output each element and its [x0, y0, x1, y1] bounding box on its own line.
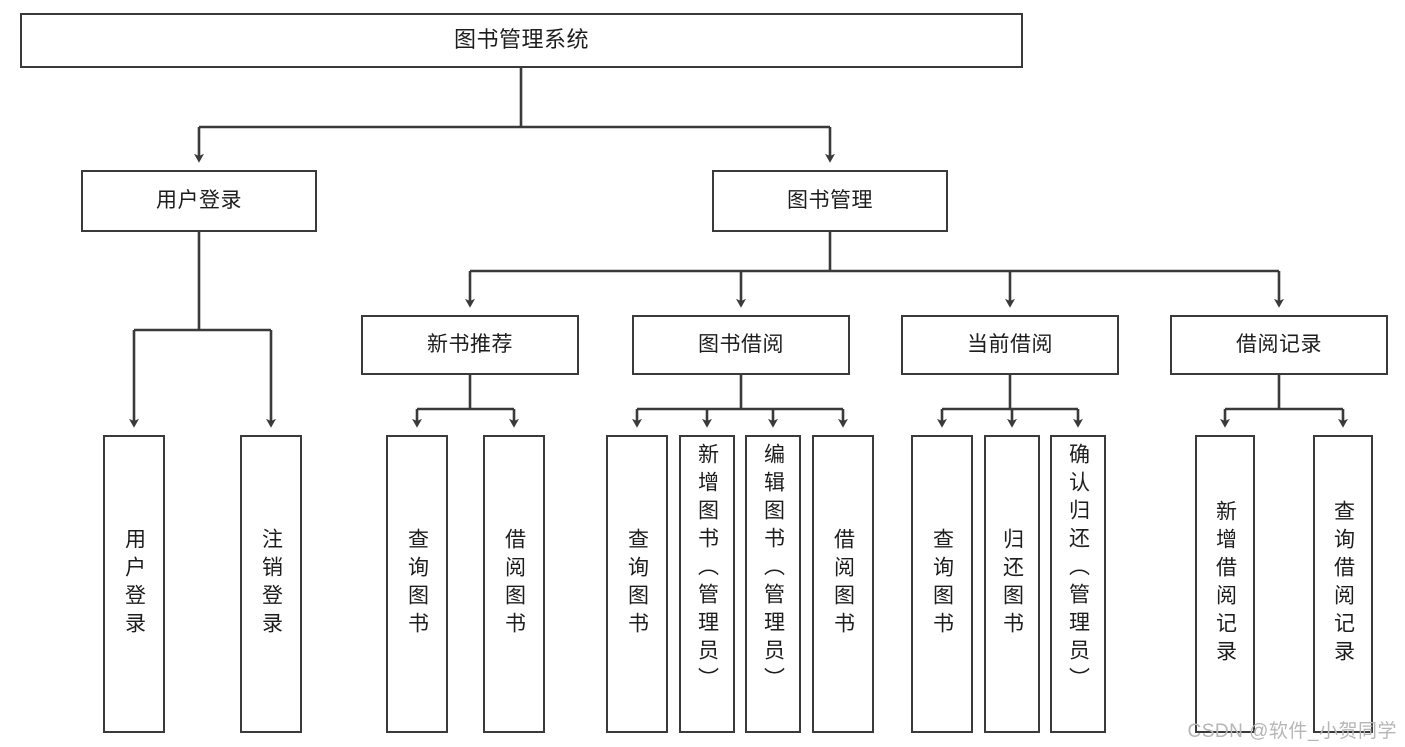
leaf-return-book[interactable]: 归还图书 — [984, 435, 1040, 733]
leaf-query-book-2-label: 查询图书 — [625, 528, 649, 640]
leaf-query-record[interactable]: 查询借阅记录 — [1313, 435, 1373, 733]
node-current-borrow[interactable]: 当前借阅 — [901, 315, 1119, 375]
node-user-login[interactable]: 用户登录 — [81, 170, 317, 232]
node-borrow-record[interactable]: 借阅记录 — [1170, 315, 1388, 375]
leaf-logout[interactable]: 注销登录 — [240, 435, 302, 733]
leaf-query-book-3[interactable]: 查询图书 — [911, 435, 973, 733]
node-borrow-record-label: 借阅记录 — [1236, 333, 1322, 357]
leaf-query-record-label: 查询借阅记录 — [1331, 500, 1355, 668]
node-current-borrow-label: 当前借阅 — [967, 333, 1053, 357]
leaf-confirm-return-label: 确认归还（管理员） — [1066, 443, 1090, 695]
node-root-label: 图书管理系统 — [453, 27, 589, 53]
node-book-manage[interactable]: 图书管理 — [712, 170, 948, 232]
leaf-borrow-book-1[interactable]: 借阅图书 — [483, 435, 545, 733]
leaf-query-book-3-label: 查询图书 — [930, 528, 954, 640]
leaf-confirm-return[interactable]: 确认归还（管理员） — [1050, 435, 1106, 733]
leaf-user-login-label: 用户登录 — [122, 528, 146, 640]
leaf-return-book-label: 归还图书 — [1000, 528, 1024, 640]
leaf-borrow-book-1-label: 借阅图书 — [502, 528, 526, 640]
leaf-add-book[interactable]: 新增图书（管理员） — [679, 435, 735, 733]
leaf-borrow-book-2-label: 借阅图书 — [831, 528, 855, 640]
node-new-book-rec-label: 新书推荐 — [427, 333, 513, 357]
leaf-user-login[interactable]: 用户登录 — [103, 435, 165, 733]
leaf-borrow-book-2[interactable]: 借阅图书 — [812, 435, 874, 733]
node-book-borrow[interactable]: 图书借阅 — [632, 315, 850, 375]
node-user-login-label: 用户登录 — [156, 189, 242, 213]
leaf-query-book-1-label: 查询图书 — [405, 528, 429, 640]
leaf-query-book-2[interactable]: 查询图书 — [606, 435, 668, 733]
node-book-borrow-label: 图书借阅 — [698, 333, 784, 357]
leaf-edit-book[interactable]: 编辑图书（管理员） — [745, 435, 801, 733]
node-root-system[interactable]: 图书管理系统 — [20, 13, 1023, 68]
leaf-add-record[interactable]: 新增借阅记录 — [1195, 435, 1255, 733]
leaf-add-record-label: 新增借阅记录 — [1213, 500, 1237, 668]
node-book-manage-label: 图书管理 — [787, 189, 873, 213]
node-new-book-rec[interactable]: 新书推荐 — [361, 315, 579, 375]
csdn-watermark: CSDN @软件_小贺同学 — [1187, 721, 1397, 742]
leaf-add-book-label: 新增图书（管理员） — [695, 443, 719, 695]
leaf-query-book-1[interactable]: 查询图书 — [386, 435, 448, 733]
leaf-edit-book-label: 编辑图书（管理员） — [761, 443, 785, 695]
leaf-logout-label: 注销登录 — [259, 528, 283, 640]
